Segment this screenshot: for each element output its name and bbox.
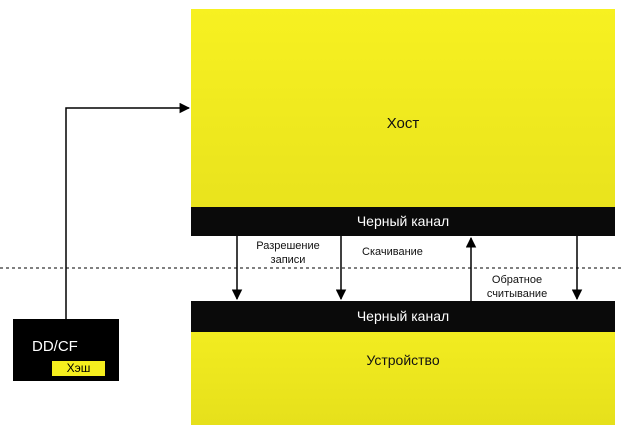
download-label: Скачивание — [362, 246, 423, 258]
write-enable-label: Разрешение записи — [256, 240, 320, 266]
ddcf-to-host-arrow — [65, 102, 191, 319]
host-block — [191, 9, 615, 207]
device-channel-bar: Черный канал — [191, 301, 615, 332]
device-block — [191, 332, 615, 425]
ddcf-label: DD/CF — [32, 338, 78, 355]
host-channel-bar: Черный канал — [191, 207, 615, 236]
cache-badge: Хэш — [52, 361, 105, 376]
device-label: Устройство — [366, 352, 440, 368]
readback-label: Обратное считывание — [486, 274, 548, 300]
host-label: Хост — [386, 115, 420, 132]
